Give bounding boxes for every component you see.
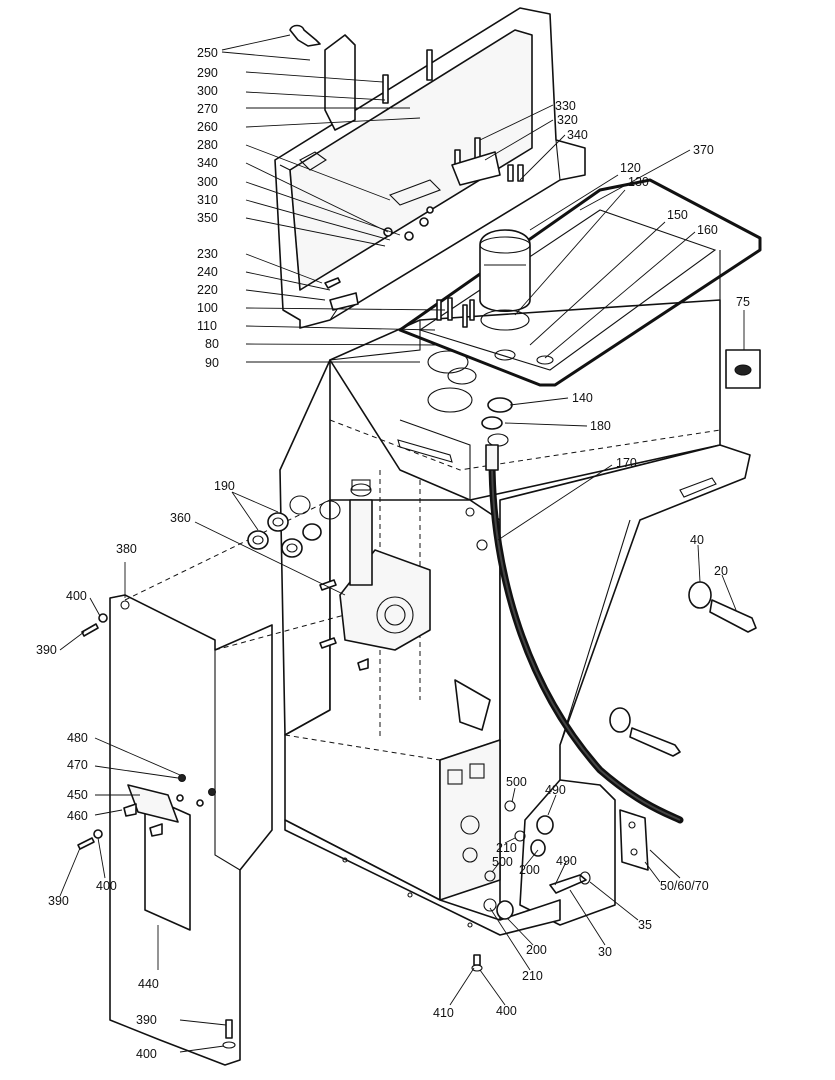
callout-50-60-70: 50/60/70 bbox=[660, 879, 709, 893]
side-cover-plate bbox=[109, 499, 401, 1066]
callout-500: 500 bbox=[506, 775, 527, 789]
callout-400: 400 bbox=[136, 1047, 157, 1061]
callout-20: 20 bbox=[714, 564, 728, 578]
hose-170 bbox=[485, 444, 684, 824]
callout-130: 130 bbox=[628, 175, 649, 189]
callout-480: 480 bbox=[67, 731, 88, 745]
callout-400: 400 bbox=[496, 1004, 517, 1018]
callout-160: 160 bbox=[697, 223, 718, 237]
callout-260: 260 bbox=[197, 120, 218, 134]
callout-labels: 250 290 300 270 260 280 340 300 310 350 230 240 220 1… bbox=[36, 46, 750, 1061]
callout-120: 120 bbox=[620, 161, 641, 175]
callout-410: 410 bbox=[433, 1006, 454, 1020]
tank-lid-370 bbox=[398, 178, 762, 387]
callout-250: 250 bbox=[197, 46, 218, 60]
callout-390: 390 bbox=[136, 1013, 157, 1027]
callout-370: 370 bbox=[693, 143, 714, 157]
callout-500: 500 bbox=[492, 855, 513, 869]
main-housing bbox=[279, 299, 751, 936]
callout-490: 490 bbox=[556, 854, 577, 868]
callout-240: 240 bbox=[197, 265, 218, 279]
callout-490: 490 bbox=[545, 783, 566, 797]
fasteners bbox=[77, 24, 761, 1049]
callout-140: 140 bbox=[572, 391, 593, 405]
callout-460: 460 bbox=[67, 809, 88, 823]
upper-frame-bracket bbox=[274, 7, 586, 329]
callout-40: 40 bbox=[690, 533, 704, 547]
callout-310: 310 bbox=[197, 193, 218, 207]
callout-450: 450 bbox=[67, 788, 88, 802]
callout-170: 170 bbox=[616, 456, 637, 470]
callout-470: 470 bbox=[67, 758, 88, 772]
callout-210: 210 bbox=[496, 841, 517, 855]
callout-100: 100 bbox=[197, 301, 218, 315]
callout-270: 270 bbox=[197, 102, 218, 116]
callout-400: 400 bbox=[96, 879, 117, 893]
callout-30: 30 bbox=[598, 945, 612, 959]
callout-380: 380 bbox=[116, 542, 137, 556]
filter-cartridge bbox=[479, 229, 531, 361]
callout-400: 400 bbox=[66, 589, 87, 603]
leader-lines bbox=[59, 34, 745, 1053]
callout-390: 390 bbox=[36, 643, 57, 657]
callout-360: 360 bbox=[170, 511, 191, 525]
callout-340: 340 bbox=[197, 156, 218, 170]
callout-340: 340 bbox=[567, 128, 588, 142]
callout-190: 190 bbox=[214, 479, 235, 493]
callout-300: 300 bbox=[197, 84, 218, 98]
callout-330: 330 bbox=[555, 99, 576, 113]
callout-35: 35 bbox=[638, 918, 652, 932]
callout-220: 220 bbox=[197, 283, 218, 297]
callout-320: 320 bbox=[557, 113, 578, 127]
callout-180: 180 bbox=[590, 419, 611, 433]
callout-75: 75 bbox=[736, 295, 750, 309]
pump-assembly bbox=[339, 479, 431, 651]
callout-350: 350 bbox=[197, 211, 218, 225]
callout-200: 200 bbox=[526, 943, 547, 957]
callout-150: 150 bbox=[667, 208, 688, 222]
callout-80: 80 bbox=[205, 337, 219, 351]
callout-280: 280 bbox=[197, 138, 218, 152]
callout-300: 300 bbox=[197, 175, 218, 189]
seal-rings bbox=[247, 495, 341, 558]
callout-440: 440 bbox=[138, 977, 159, 991]
callout-200: 200 bbox=[519, 863, 540, 877]
callout-290: 290 bbox=[197, 66, 218, 80]
callout-230: 230 bbox=[197, 247, 218, 261]
callout-90: 90 bbox=[205, 356, 219, 370]
callout-390: 390 bbox=[48, 894, 69, 908]
callout-210: 210 bbox=[522, 969, 543, 983]
callout-110: 110 bbox=[197, 319, 217, 333]
